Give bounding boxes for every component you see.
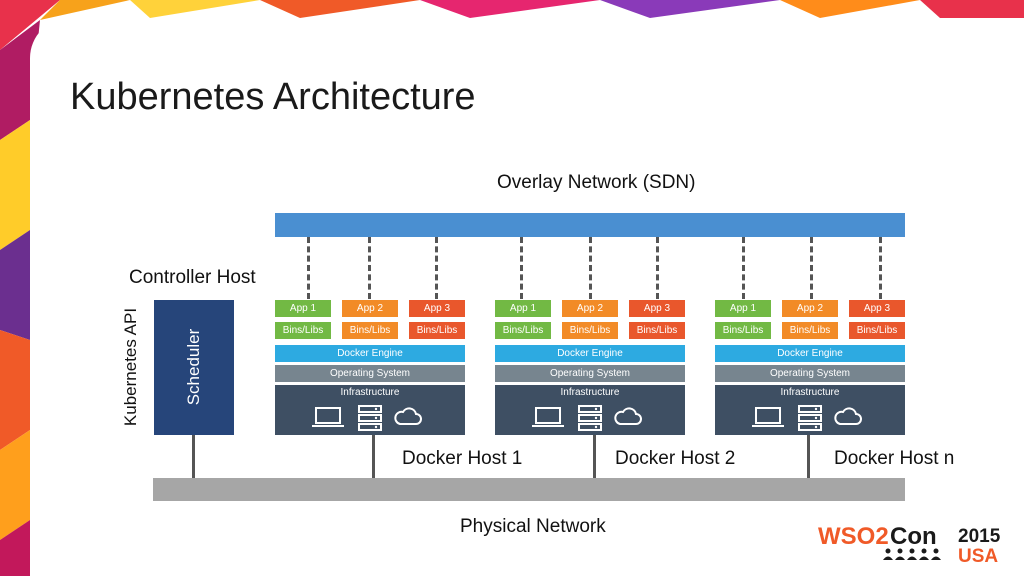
scheduler-label: Scheduler: [184, 328, 203, 406]
infrastructure-layer: Infrastructure: [275, 385, 465, 435]
docker-host-label: Docker Host 1: [402, 448, 523, 469]
physical-network-label: Physical Network: [460, 516, 606, 537]
app-2-block: App 2: [342, 300, 398, 317]
bins-libs-block: Bins/Libs: [275, 322, 331, 339]
overlay-connector: [307, 237, 310, 299]
overlay-connector: [742, 237, 745, 299]
kubernetes-api-label: Kubernetes API: [121, 307, 140, 427]
bins-libs-block: Bins/Libs: [849, 322, 905, 339]
bins-libs-block: Bins/Libs: [562, 322, 618, 339]
docker-host-label: Docker Host n: [834, 448, 955, 469]
scheduler-box: Scheduler: [154, 300, 234, 435]
laptop-icon: [532, 407, 564, 427]
physical-network-bar: [153, 478, 905, 501]
overlay-connector: [589, 237, 592, 299]
cloud-icon: [394, 407, 422, 425]
docker-host-label: Docker Host 2: [615, 448, 736, 469]
overlay-network-bar: [275, 213, 905, 237]
app-3-block: App 3: [629, 300, 685, 317]
laptop-icon: [752, 407, 784, 427]
operating-system-layer: Operating System: [275, 365, 465, 382]
operating-system-layer: Operating System: [495, 365, 685, 382]
server-icon: [578, 405, 602, 431]
cloud-icon: [614, 407, 642, 425]
server-icon: [358, 405, 382, 431]
app-2-block: App 2: [782, 300, 838, 317]
bins-libs-block: Bins/Libs: [715, 322, 771, 339]
wso2con-logo: WSO2 Con 2015 USA: [818, 523, 1001, 567]
bins-libs-block: Bins/Libs: [409, 322, 465, 339]
bins-libs-block: Bins/Libs: [629, 322, 685, 339]
laptop-icon: [312, 407, 344, 427]
infrastructure-layer: Infrastructure: [715, 385, 905, 435]
docker-host-stack: App 1 App 2 App 3 Bins/Libs Bins/Libs Bi…: [495, 300, 685, 435]
app-2-block: App 2: [562, 300, 618, 317]
server-icon: [798, 405, 822, 431]
docker-engine-layer: Docker Engine: [715, 345, 905, 362]
controller-host-label: Controller Host: [129, 267, 256, 288]
docker-host-stack: App 1 App 2 App 3 Bins/Libs Bins/Libs Bi…: [275, 300, 465, 435]
infrastructure-label: Infrastructure: [780, 387, 840, 398]
bins-libs-block: Bins/Libs: [342, 322, 398, 339]
operating-system-layer: Operating System: [715, 365, 905, 382]
infrastructure-label: Infrastructure: [340, 387, 400, 398]
docker-engine-layer: Docker Engine: [275, 345, 465, 362]
infrastructure-label: Infrastructure: [560, 387, 620, 398]
bins-libs-block: Bins/Libs: [782, 322, 838, 339]
overlay-connector: [368, 237, 371, 299]
overlay-connector: [810, 237, 813, 299]
overlay-connector: [435, 237, 438, 299]
docker-engine-layer: Docker Engine: [495, 345, 685, 362]
physical-connector: [372, 435, 375, 478]
app-3-block: App 3: [849, 300, 905, 317]
overlay-connector: [520, 237, 523, 299]
app-1-block: App 1: [495, 300, 551, 317]
svg-text:Con: Con: [890, 523, 937, 550]
overlay-connector: [879, 237, 882, 299]
infrastructure-layer: Infrastructure: [495, 385, 685, 435]
overlay-network-label: Overlay Network (SDN): [497, 172, 696, 193]
cloud-icon: [834, 407, 862, 425]
physical-connector: [192, 435, 195, 478]
physical-connector: [807, 435, 810, 478]
svg-text:USA: USA: [958, 546, 998, 567]
app-1-block: App 1: [275, 300, 331, 317]
svg-text:WSO2: WSO2: [818, 523, 889, 550]
bins-libs-block: Bins/Libs: [495, 322, 551, 339]
app-3-block: App 3: [409, 300, 465, 317]
physical-connector: [593, 435, 596, 478]
slide-title: Kubernetes Architecture: [70, 76, 476, 118]
svg-text:2015: 2015: [958, 526, 1001, 547]
overlay-connector: [656, 237, 659, 299]
docker-host-stack: App 1 App 2 App 3 Bins/Libs Bins/Libs Bi…: [715, 300, 905, 435]
app-1-block: App 1: [715, 300, 771, 317]
